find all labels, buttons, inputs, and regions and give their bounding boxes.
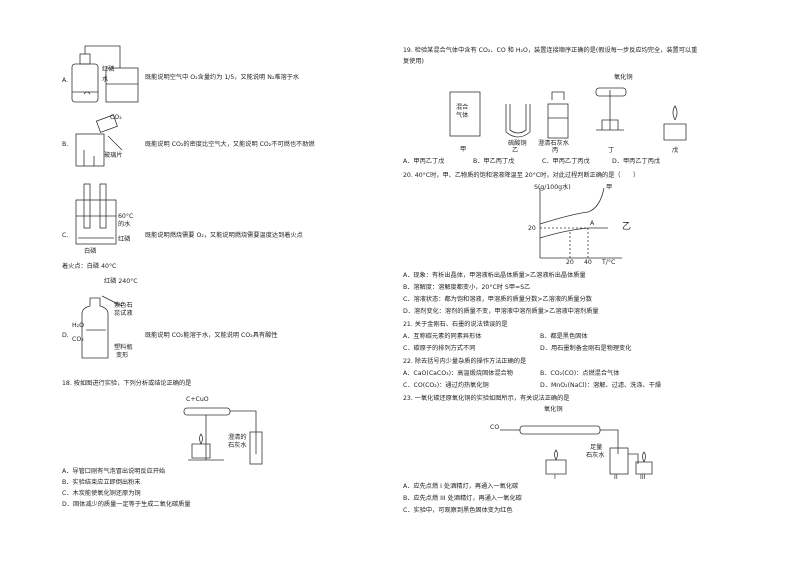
figure-combustion: 60°C 的水 红磷 白磷 [70,180,160,258]
q18-option-c: C．木炭能使氧化铜还原为铜 [62,490,141,497]
q19-option-b: B．甲乙丙丁戊 [473,158,515,165]
apparatus-chain [449,87,687,141]
q18-option-d: D．固体减少的质量一定等于生成二氧化碳质量 [62,501,191,508]
q21-option-d: D．用石墨制备金刚石是物理变化 [540,345,632,352]
q22-option-c: C．CO(CO₂)：通过灼热氧化铜 [403,382,489,389]
point-label-a: A [590,220,595,227]
q19-option-d: D．甲丙乙丁丙戊 [612,158,661,165]
apparatus-name-wu: 戊 [672,147,679,154]
option-a-letter: A. [62,77,69,84]
figure-co-reduction: 氧化铜 CO 足量 石灰水 I II III [490,404,680,482]
label-co2-d: CO₂ [72,336,84,343]
apparatus-name-jia: 甲 [460,146,467,153]
q19-option-c: C．甲丙乙丁丙戊 [542,158,590,165]
apparatus-bottle-beaker [71,45,139,103]
label-mixed-gas-2: 气体 [456,112,469,119]
ignition-note-red: 红磷 240°C [104,278,138,285]
label-glass-plate: 玻璃片 [104,152,123,159]
q21-option-a: A．互称碳元素的同素异形体 [403,333,482,340]
q20-option-b: B．溶解度：溶解度都变小，20°C时 S甲=S乙 [403,284,531,291]
curve-label-jia: 甲 [606,184,613,191]
apparatus-name-yi: 乙 [512,147,519,154]
label-limewater-2: 石灰水 [228,442,247,449]
q22-option-b: B．CO₂(CO)：点燃混合气体 [540,370,620,377]
label-cuo-23: 氧化铜 [544,406,563,413]
label-cuo-19: 氧化铜 [614,74,633,81]
figure-solubility-curve: S(g/100g水) 20 20 40 T/°C 甲 乙 A [522,184,632,266]
figure-oxygen-content: 红磷 水 [62,42,142,108]
label-litmus-1: 紫色石 [114,302,133,309]
curve-label-yi: 乙 [622,222,632,232]
option-d-text: 既能说明 CO₂能溶于水，又能说明 CO₂具有酸性 [145,332,278,339]
q22-option-a: A．CaO(CaCO₃)：高温煅烧固体混合物 [403,370,513,377]
label-excess-1: 足量 [590,444,603,451]
option-b-text: 既能说明 CO₂的密度比空气大，又能说明 CO₂不可燃也不助燃 [145,141,315,148]
q21-option-b: B．都是黑色固体 [540,333,588,340]
q18-option-a: A．导管口刚有气泡冒出说明反应开始 [62,468,166,475]
label-bottle-2: 变形 [116,352,129,359]
q20-option-c: C．溶液状态：都为饱和溶液，甲溶质的质量分数>乙溶液的质量分数 [403,296,592,303]
label-station-iii: III [640,474,646,481]
q21-option-c: C．碳原子的排列方式不同 [403,345,476,352]
option-c-letter: C. [62,232,69,239]
q23-stem: 23. 一氧化碳还原氧化铜的实验如图所示，有关说法正确的是 [403,395,570,402]
label-white-phosphorus: 白磷 [84,248,97,255]
apparatus-beaker-candles [75,114,123,167]
q18-option-b: B．实验结束应立即倒出粉末 [62,479,141,486]
label-limewater-1: 澄清的 [228,434,247,441]
q20-stem: 20. 40°C时，甲、乙物质的饱和溶液降温至 20°C时，对此过程判断正确的是… [403,172,640,179]
label-co-inlet: CO [490,424,500,431]
ignition-note-white: 着火点：白磷 40°C [62,263,117,270]
q19-stem-line2: 复使用) [403,58,424,65]
q23-option-b: B．应先点燃 III 处酒精灯，再通入一氧化碳 [403,495,522,502]
y-axis-label: S(g/100g水) [534,184,571,191]
label-excess-2: 石灰水 [586,452,605,459]
apparatus-test-tube-lamp [183,407,263,465]
label-bottle-1: 塑料瓶 [114,344,133,351]
label-water-c: 的水 [118,221,131,228]
apparatus-plastic-bottle [81,295,123,359]
q23-option-a: A．应先点燃 I 处酒精灯，再通入一氧化碳 [403,483,519,490]
option-a-text: 既能说明空气中 O₂含量约为 1/5，又能说明 N₂难溶于水 [145,74,300,81]
x-tick-20: 20 [566,259,574,266]
apparatus-name-ding: 丁 [608,147,615,154]
label-cuso4: 硫酸铜 [508,140,527,147]
figure-carbon-reduction: C+CuO 澄清的 石灰水 [176,394,286,468]
q21-stem: 21. 关于金刚石、石墨的说法错误的是 [403,321,508,328]
q23-option-c: C．实验中，可观察到黑色固体变为红色 [403,507,513,514]
figure-co2-pour: CO₂ 玻璃片 [70,114,140,170]
q19-stem-line1: 19. 检验某混合气体中含有 CO₂、CO 和 H₂O，装置连接顺序正确的是(假… [403,47,698,54]
label-limewater-19: 澄清石灰水 [538,140,569,147]
y-tick-20: 20 [528,225,536,232]
q22-stem: 22. 除去括号内少量杂质的操作方法正确的是 [403,358,527,365]
label-h2o: H₂O [72,322,85,329]
label-litmus-2: 蕊试液 [114,310,133,317]
q20-option-a: A．现象：有析出晶体，甲溶液析出晶体质量>乙溶液析出晶体质量 [403,272,586,279]
q19-option-a: A．甲丙乙丁戊 [403,158,445,165]
apparatus-hot-water-tubes [75,183,117,245]
label-c-cuo: C+CuO [186,396,209,403]
label-red-phosphorus-c: 红磷 [118,236,131,243]
apparatus-co-tube [500,425,653,475]
label-station-i: I [554,474,556,481]
label-red-phosphorus: 红磷 [102,66,115,73]
label-mixed-gas-1: 混合 [456,104,469,111]
option-d-letter: D. [62,332,69,339]
apparatus-name-bing: 丙 [552,147,559,154]
q18-stem: 18. 按如图进行实验，下列分析或结论正确的是 [62,380,192,387]
label-co2-b: CO₂ [110,114,122,121]
q22-option-d: D．MnO₂(NaCl)：溶解、过滤、洗涤、干燥 [540,382,662,389]
q20-option-d: D．溶剂变化：溶剂的质量不变，甲溶液中溶剂质量>乙溶液中溶剂质量 [403,308,599,315]
option-c-text: 既能说明燃烧需要 O₂，又能说明燃烧需要温度达到着火点 [145,232,303,239]
x-axis-unit: T/°C [602,259,616,266]
label-water: 水 [102,76,109,83]
x-tick-40: 40 [584,259,592,266]
label-station-ii: II [614,474,618,481]
label-60c: 60°C [118,213,134,220]
solubility-graph [539,187,622,259]
figure-gas-apparatus: 混合 气体 硫酸铜 澄清石灰水 氧化铜 甲 乙 丙 丁 戊 [446,70,696,156]
option-b-letter: B. [62,141,69,148]
figure-co2-bottle: 紫色石 蕊试液 H₂O CO₂ 塑料瓶 变形 [72,292,152,362]
